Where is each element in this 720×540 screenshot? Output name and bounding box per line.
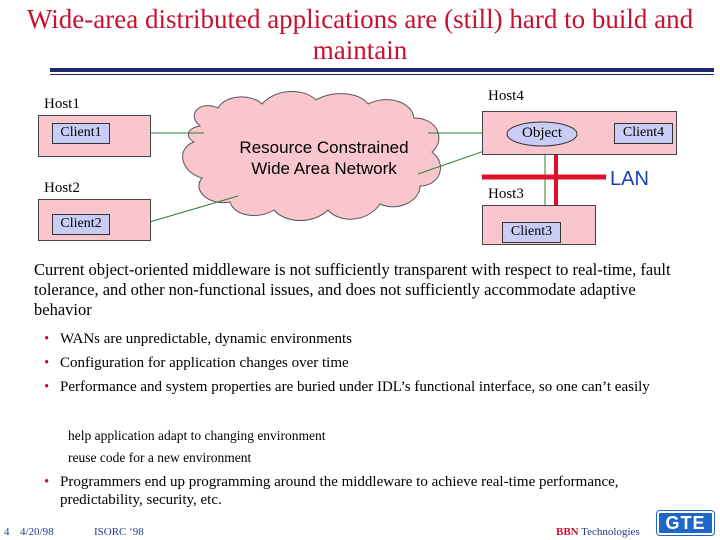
gte-logo: GTE — [657, 511, 714, 535]
client3-box: Client3 — [502, 222, 561, 243]
slide-number: 4 — [4, 526, 10, 538]
wan-cloud — [182, 90, 442, 221]
client1-box: Client1 — [52, 123, 110, 144]
footer-date: 4/20/98 — [20, 526, 54, 538]
host3-label: Host3 — [488, 186, 524, 202]
wan-cloud-label: Resource Constrained Wide Area Network — [212, 137, 436, 179]
bullet-list-final: •Programmers end up programming around t… — [40, 473, 650, 515]
wan-label-line2: Wide Area Network — [251, 159, 397, 178]
footer-company: BBN Technologies — [556, 526, 640, 538]
object-ellipse — [506, 121, 578, 147]
title-rule — [50, 68, 714, 76]
host4-label: Host4 — [488, 88, 524, 104]
bullet-dot-icon: • — [44, 474, 50, 490]
slide-title: Wide-area distributed applications are (… — [26, 4, 694, 65]
bullet-item: •Programmers end up programming around t… — [44, 474, 619, 508]
link-client2-cloud — [135, 195, 239, 227]
lan-label: LAN — [610, 168, 649, 190]
bullet-dot-icon: • — [44, 355, 50, 371]
wan-label-line1: Resource Constrained — [239, 138, 409, 157]
bullet-dot-icon: • — [44, 331, 50, 347]
bullet-item: •Configuration for application changes o… — [44, 355, 349, 371]
footer-conference: ISORC ‘98 — [94, 526, 144, 538]
sub-item: reuse code for a new environment — [68, 450, 252, 465]
client4-box: Client4 — [614, 123, 673, 144]
client2-box: Client2 — [52, 214, 110, 235]
bullet-item: •WANs are unpredictable, dynamic environ… — [44, 331, 352, 347]
host1-label: Host1 — [44, 96, 80, 112]
sub-item: help application adapt to changing envir… — [68, 428, 326, 443]
host2-label: Host2 — [44, 180, 80, 196]
bullet-dot-icon: • — [44, 379, 50, 395]
intro-paragraph: Current object-oriented middleware is no… — [34, 260, 671, 319]
bullet-list: •WANs are unpredictable, dynamic environ… — [40, 330, 650, 402]
footer: 4 4/20/98 ISORC ‘98 BBN Technologies — [0, 518, 720, 540]
object-label: Object — [522, 125, 562, 141]
bullet-item: •Performance and system properties are b… — [44, 379, 650, 395]
